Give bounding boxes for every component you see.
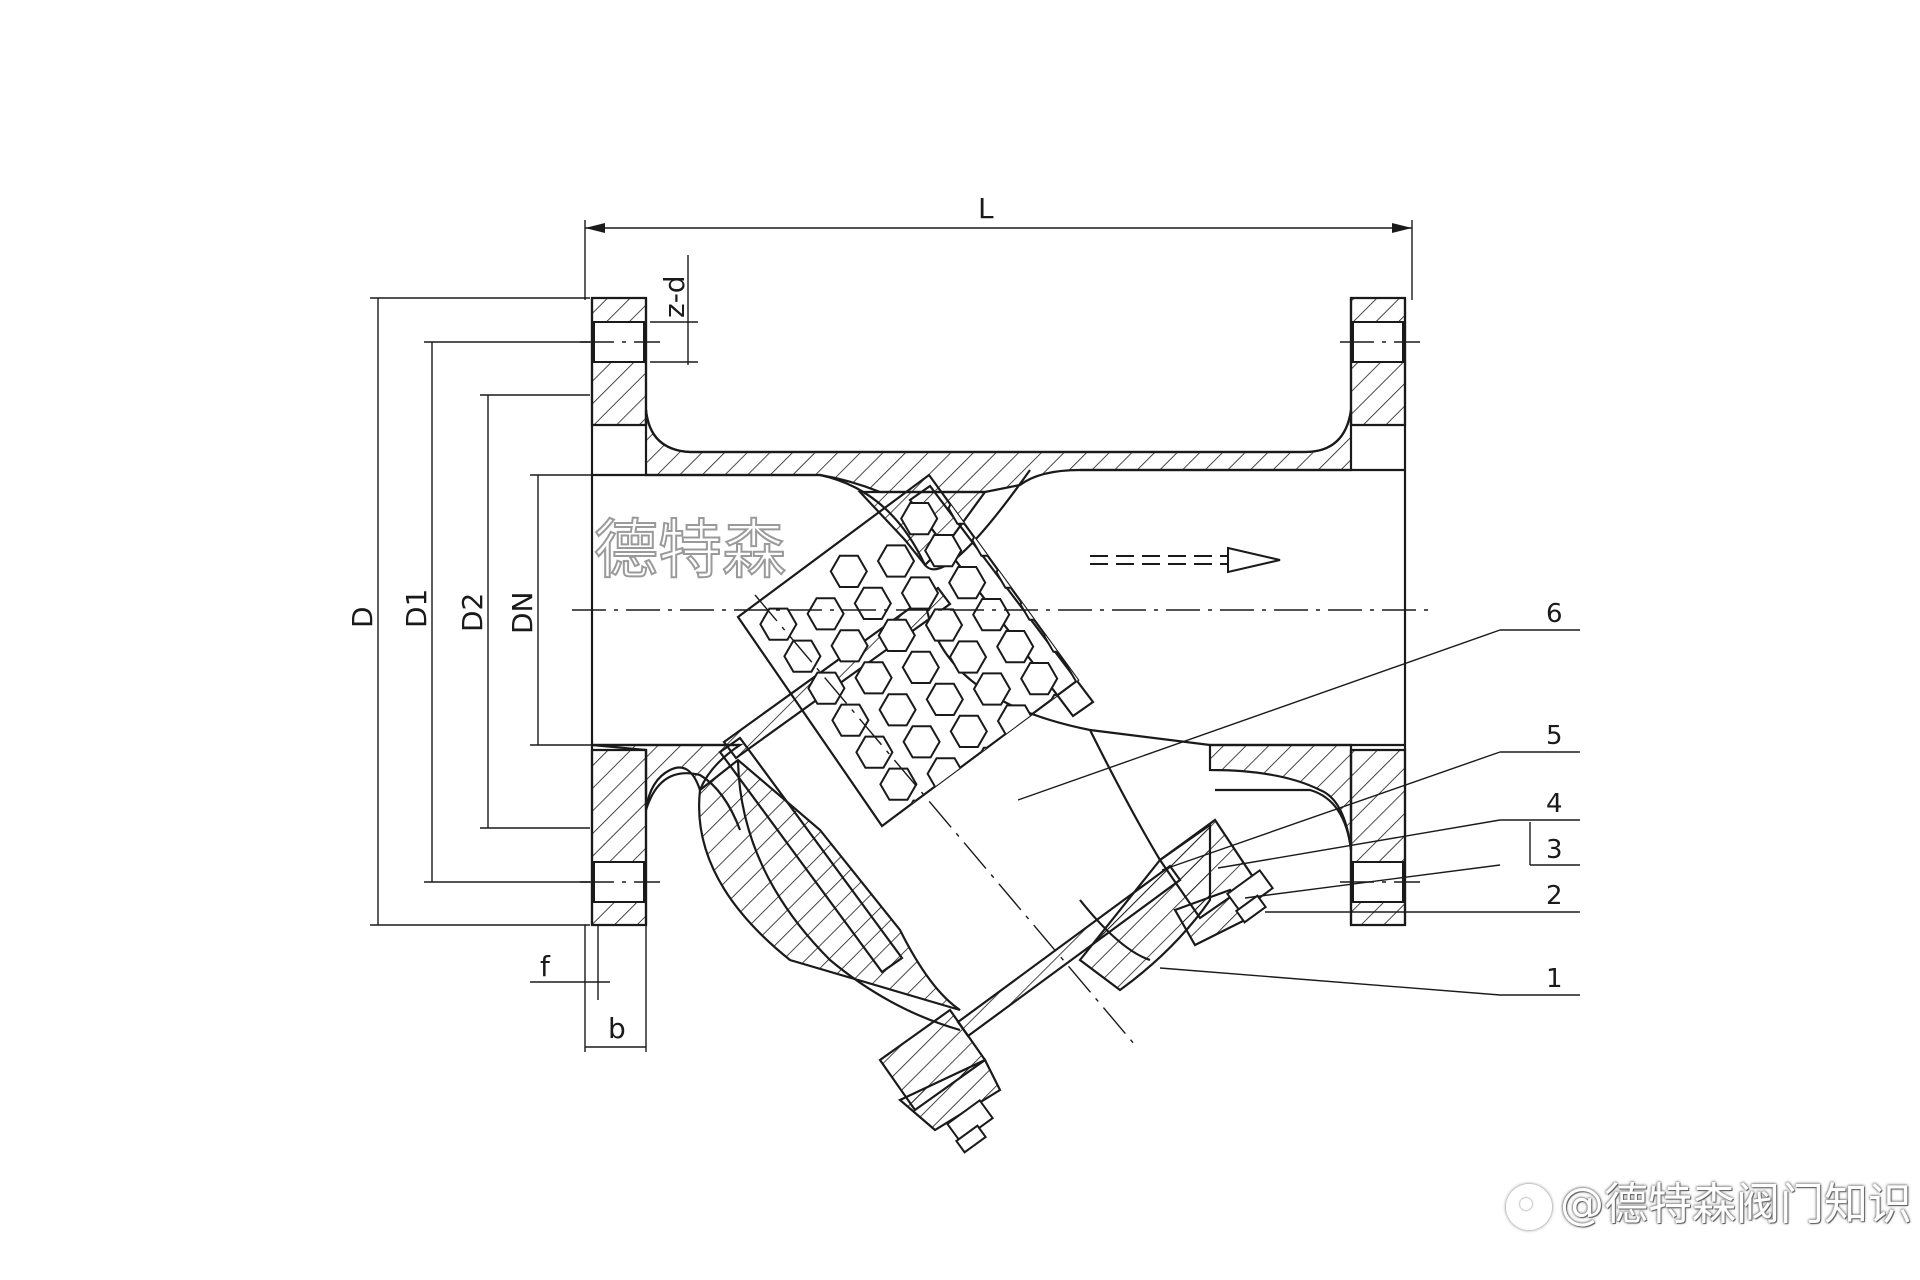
screen-hole — [1044, 694, 1078, 728]
dimension-lines — [370, 220, 1413, 1052]
screen-hole — [1020, 662, 1059, 696]
part-leaders — [1017, 629, 1580, 996]
screen-hole — [877, 618, 916, 652]
screen-hole — [829, 554, 868, 588]
screen-hole — [903, 799, 942, 826]
right-flange — [1340, 296, 1420, 927]
dim-label-f: f — [540, 950, 551, 983]
screen-hole — [972, 672, 1012, 706]
paw-icon — [1506, 1184, 1552, 1230]
screen-hole — [1019, 587, 1058, 621]
screen-hole — [900, 576, 940, 610]
screen-hole — [948, 640, 988, 674]
dim-label-L: L — [978, 192, 994, 225]
screen-hole — [878, 693, 917, 727]
screen-hole — [1044, 768, 1078, 802]
screen-hole — [973, 746, 1012, 780]
part-label-1: 1 — [1546, 964, 1563, 994]
screen-hole — [971, 523, 1010, 557]
screen-hole — [949, 714, 988, 748]
screen-hole — [1092, 685, 1128, 716]
dim-label-DN: DN — [506, 591, 539, 634]
left-flange — [580, 296, 660, 927]
screen-hole — [1140, 749, 1176, 780]
screen-hole — [759, 607, 798, 641]
screen-hole — [1068, 800, 1078, 826]
screen-hole — [928, 833, 964, 864]
screen-hole — [902, 725, 941, 759]
dim-label-D: D — [346, 606, 379, 628]
screen-hole — [876, 544, 916, 578]
source-watermark: @德特森阀门知识 — [1506, 1168, 1912, 1232]
screen-hole — [1116, 717, 1152, 748]
screen-hole — [924, 534, 963, 568]
dim-label-b: b — [608, 1012, 626, 1045]
bolt-lower — [945, 1098, 995, 1154]
dim-label-z-d: z-d — [658, 275, 691, 318]
screen-hole — [783, 639, 822, 673]
screen-hole — [924, 608, 964, 642]
screen-hole — [853, 586, 892, 620]
screen-hole — [879, 767, 918, 801]
screen-hole — [807, 671, 846, 705]
watermark-text: @德特森阀门知识 — [1560, 1179, 1912, 1230]
screen-hole — [1043, 619, 1078, 653]
screen-hole — [1093, 759, 1129, 790]
part-label-4: 4 — [1546, 789, 1563, 819]
screen-hole — [1067, 651, 1078, 685]
part-label-3: 3 — [1546, 835, 1563, 865]
part-label-6: 6 — [1546, 599, 1563, 629]
screen-hole — [996, 630, 1035, 664]
screen-hole — [995, 555, 1034, 589]
screen-hole — [974, 821, 1013, 826]
screen-hole — [806, 597, 845, 631]
dim-label-D2: D2 — [456, 593, 489, 632]
bolt-right — [1225, 868, 1275, 924]
screen-hole — [900, 502, 939, 536]
flow-direction-arrow — [1090, 546, 1281, 574]
screen-hole — [854, 661, 893, 695]
screen-hole — [831, 703, 870, 737]
screen-hole — [996, 704, 1036, 738]
screen-hole — [830, 629, 869, 663]
screen-hole — [952, 865, 988, 896]
screen-hole — [925, 682, 964, 716]
brand-stamp: 德特森 — [594, 514, 786, 588]
part-label-2: 2 — [1546, 881, 1563, 911]
screen-hole — [950, 789, 989, 823]
screen-hole — [1000, 854, 1036, 885]
screen-hole — [948, 566, 987, 600]
part-label-5: 5 — [1546, 721, 1563, 751]
screen-hole — [901, 650, 940, 684]
screen-hole — [926, 757, 965, 791]
screen-hole — [1021, 810, 1060, 826]
dim-label-D1: D1 — [400, 589, 433, 628]
screen-hole — [855, 735, 894, 769]
screen-hole — [972, 598, 1011, 632]
screen-hole — [1020, 736, 1060, 770]
